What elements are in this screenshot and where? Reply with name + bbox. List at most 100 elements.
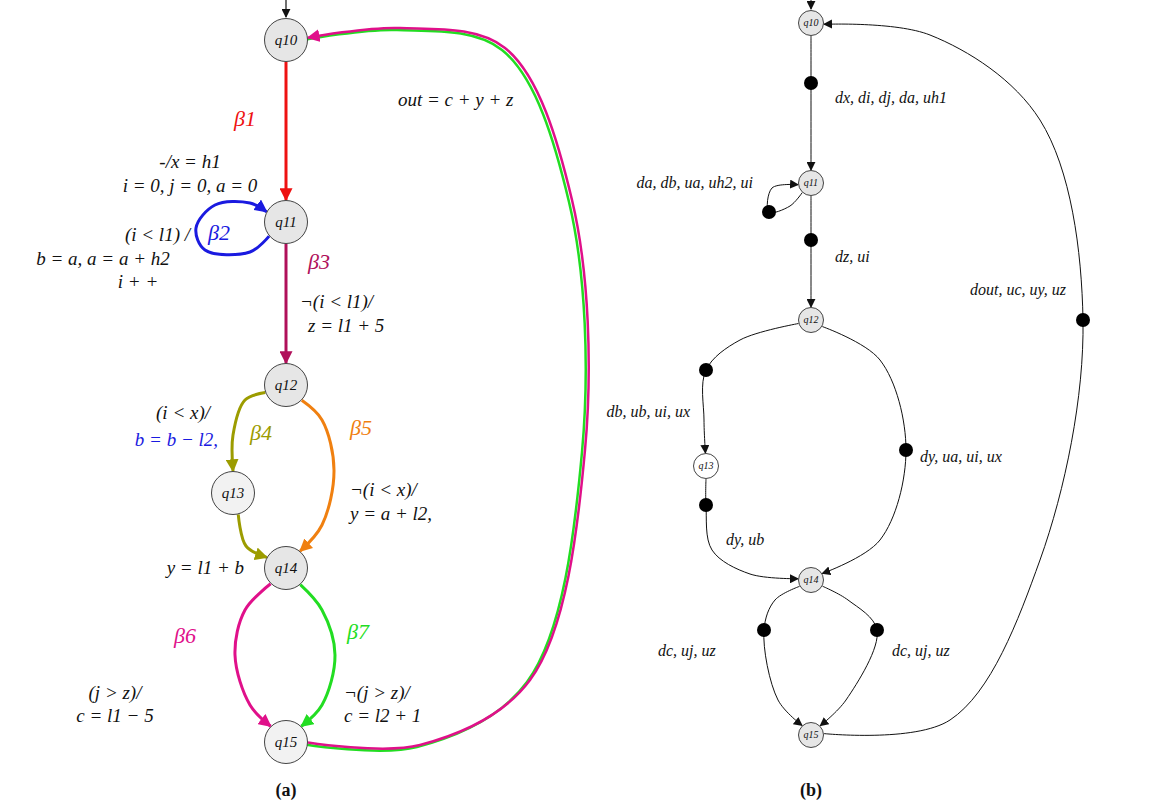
transition-label: dz, ui — [833, 248, 872, 266]
junction-dot — [899, 443, 913, 457]
transition-label: ¬(i < x)/ — [348, 479, 419, 501]
transition-note: β4 — [248, 420, 274, 445]
transition-note: c = l1 − 5 — [74, 705, 155, 727]
state-name: q10 — [275, 33, 298, 48]
transition-arrow — [820, 586, 884, 726]
transition-arrow — [286, 244, 287, 363]
transition-arrow — [305, 28, 589, 751]
transition-note: β3 — [306, 249, 332, 274]
transition-label: (i < x)/ — [154, 402, 212, 424]
transition-label: y = l1 + b — [165, 557, 246, 579]
transition-arrow — [824, 24, 1090, 735]
transition-arrow — [757, 586, 802, 725]
connector-line — [300, 585, 335, 727]
connector-line — [822, 327, 906, 574]
state-node: q15 — [798, 722, 824, 748]
transition-note: y = a + l2, — [348, 503, 434, 525]
state-node: q10 — [264, 18, 308, 62]
state-node: q10 — [798, 10, 824, 36]
transition-arrow — [196, 201, 269, 254]
state-name: q15 — [275, 735, 298, 750]
connector-line — [285, 62, 288, 200]
transition-label: da, db, ua, uh2, ui — [635, 174, 755, 192]
connector-line — [285, 244, 288, 363]
state-node: q14 — [798, 567, 824, 593]
connector-line — [820, 586, 877, 726]
connector-line — [764, 586, 802, 725]
transition-arrow — [699, 324, 798, 453]
transition-label: (i < l1) / — [123, 224, 192, 246]
junction-dot — [762, 205, 776, 219]
connector-line — [811, 36, 812, 170]
transition-arrow — [235, 584, 271, 726]
transition-arrow — [699, 479, 798, 579]
panel-caption: (a) — [274, 780, 299, 801]
state-node: q12 — [798, 307, 824, 333]
transition-note: β6 — [172, 623, 198, 648]
transition-arrow — [300, 585, 335, 727]
connector-line — [300, 400, 334, 551]
transition-label: dout, uc, uy, uz — [968, 281, 1068, 299]
panel-caption: (b) — [798, 780, 824, 801]
entry-arrow — [811, 0, 812, 9]
transition-arrow — [762, 184, 802, 219]
transition-arrow — [804, 36, 818, 170]
state-node: q13 — [693, 453, 719, 479]
transition-note: β5 — [348, 415, 374, 440]
transition-label: out = c + y + z — [396, 89, 516, 111]
state-node: q14 — [264, 546, 308, 590]
transition-note: b = a, a = a + h2 — [34, 248, 171, 270]
transition-note: b = b − l2, — [133, 429, 220, 451]
state-node: q15 — [264, 720, 308, 764]
connector-line — [703, 324, 799, 453]
state-name: q10 — [804, 18, 819, 28]
state-name: q13 — [222, 486, 245, 501]
state-name: q13 — [699, 461, 714, 471]
state-name: q14 — [804, 575, 819, 585]
transition-label: (j > z)/ — [87, 682, 144, 704]
connector-twin — [305, 30, 586, 751]
transition-arrow — [286, 62, 287, 200]
connector-line — [235, 584, 271, 726]
junction-dot — [804, 233, 818, 247]
state-node: q12 — [264, 363, 308, 407]
connector-line — [811, 196, 812, 307]
transition-arrow — [822, 327, 913, 574]
transition-note: i = 0, j = 0, a = 0 — [121, 175, 260, 197]
transition-note: c = l2 + 1 — [342, 705, 423, 727]
transition-note: β2 — [206, 220, 232, 245]
transition-arrow — [238, 514, 266, 557]
state-name: q11 — [804, 178, 818, 188]
transition-arrow — [300, 400, 334, 551]
state-name: q12 — [804, 315, 819, 325]
transition-note: β7 — [345, 619, 371, 644]
state-name: q11 — [275, 215, 296, 230]
transition-label: dc, uj, uz — [890, 642, 952, 660]
entry-arrow — [285, 0, 286, 17]
state-node: q11 — [264, 200, 308, 244]
state-name: q15 — [804, 730, 819, 740]
transition-arrow — [804, 196, 818, 307]
junction-dot — [870, 623, 884, 637]
transition-label: ¬(j > z)/ — [342, 682, 412, 704]
transition-label: db, ub, ui, ux — [604, 403, 692, 421]
state-node: q13 — [211, 471, 255, 515]
junction-dot — [699, 498, 713, 512]
junction-dot — [1076, 313, 1090, 327]
connector-line — [706, 479, 798, 579]
transition-label: dx, di, dj, da, uh1 — [833, 89, 949, 107]
connector-line — [308, 28, 589, 749]
connector-line — [238, 514, 266, 557]
junction-dot — [757, 623, 771, 637]
state-name: q14 — [275, 561, 298, 576]
transition-label: dy, ub — [724, 531, 766, 549]
transition-label: dy, ua, ui, ux — [918, 448, 1004, 466]
transition-label: dc, uj, uz — [656, 642, 718, 660]
transition-note: z = l1 + 5 — [306, 315, 386, 337]
transition-label: ¬(i < l1)/ — [298, 291, 375, 313]
junction-dot — [699, 363, 713, 377]
transition-note: β1 — [232, 106, 258, 131]
junction-dot — [804, 76, 818, 90]
connector-line — [824, 24, 1083, 735]
transition-note: i + + — [116, 271, 160, 293]
